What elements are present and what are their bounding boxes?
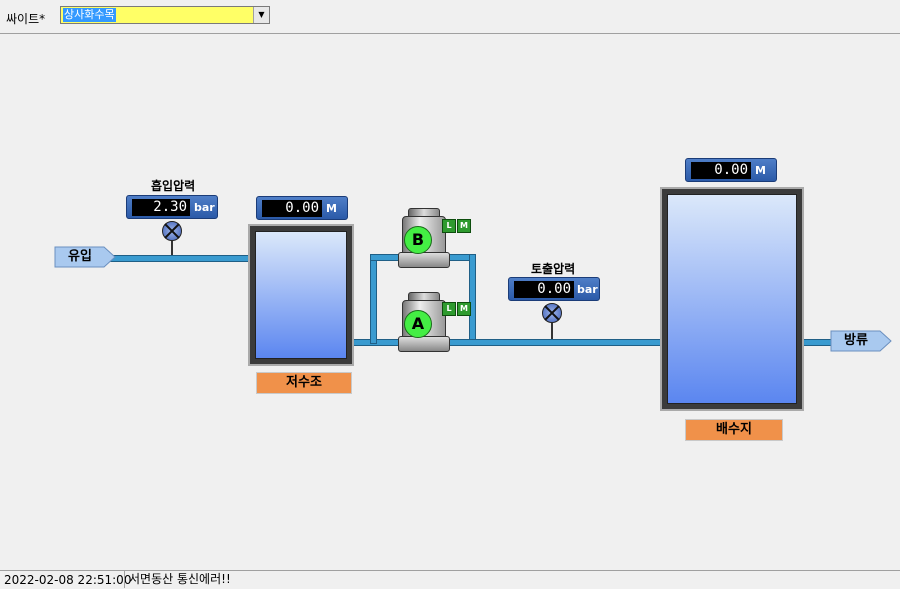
process-diagram: 유입 흡입압력 2.30 bar 0.00 M 저수조 B L M A L M … (0, 34, 900, 570)
outflow-arrow: 방류 (830, 330, 892, 352)
suction-pressure-title: 흡입압력 (151, 179, 196, 193)
site-select-value: 상사화수목 (63, 8, 116, 22)
distribution-tank (660, 187, 804, 411)
pump-b-indicator: B (404, 226, 432, 254)
suction-pressure-display: 2.30 bar (126, 195, 218, 219)
reservoir-level-value: 0.00 (262, 200, 322, 217)
chevron-down-icon[interactable]: ▼ (253, 7, 269, 23)
discharge-pipe (444, 339, 664, 346)
pump-a-m-badge: M (457, 302, 471, 316)
discharge-gauge-icon (542, 303, 562, 323)
reservoir-water (255, 231, 347, 359)
suction-gauge-icon (162, 221, 182, 241)
reservoir-label: 저수조 (256, 372, 352, 394)
status-time: 2022-02-08 22:51:00 (4, 573, 132, 587)
suction-pressure-value: 2.30 (132, 199, 190, 216)
bypass-vertical-left (370, 254, 377, 344)
pump-a-indicator: A (404, 310, 432, 338)
discharge-pressure-title: 토출압력 (531, 262, 576, 276)
status-bar: 2022-02-08 22:51:00 서면동산 통신에러!! (0, 570, 900, 589)
site-select[interactable]: 상사화수목 ▼ (60, 6, 270, 24)
pump-b[interactable]: B (398, 208, 450, 268)
inflow-label: 유입 (68, 249, 92, 264)
status-message: 서면동산 통신에러!! (124, 571, 231, 588)
pump-b-l-badge: L (442, 219, 456, 233)
distribution-level-value: 0.00 (691, 162, 751, 179)
outflow-label: 방류 (844, 333, 868, 348)
inflow-arrow: 유입 (54, 246, 116, 268)
distribution-level-unit: M (755, 164, 766, 177)
discharge-gauge-stem (551, 323, 553, 339)
distribution-label: 배수지 (685, 419, 783, 441)
distribution-level-display: 0.00 M (685, 158, 777, 182)
reservoir-tank (248, 224, 354, 366)
discharge-pressure-unit: bar (577, 283, 598, 296)
pump-b-m-badge: M (457, 219, 471, 233)
suction-gauge-stem (171, 241, 173, 255)
pump-a[interactable]: A (398, 292, 450, 352)
inflow-pipe (110, 255, 252, 262)
bypass-vertical-right (469, 254, 476, 344)
site-label: 싸이트* (6, 12, 46, 26)
toolbar: 싸이트* 상사화수목 ▼ (0, 0, 900, 34)
pump-a-l-badge: L (442, 302, 456, 316)
suction-pressure-unit: bar (194, 201, 215, 214)
reservoir-level-unit: M (326, 202, 337, 215)
discharge-pressure-display: 0.00 bar (508, 277, 600, 301)
distribution-water (667, 194, 797, 404)
reservoir-level-display: 0.00 M (256, 196, 348, 220)
discharge-pressure-value: 0.00 (514, 281, 574, 298)
